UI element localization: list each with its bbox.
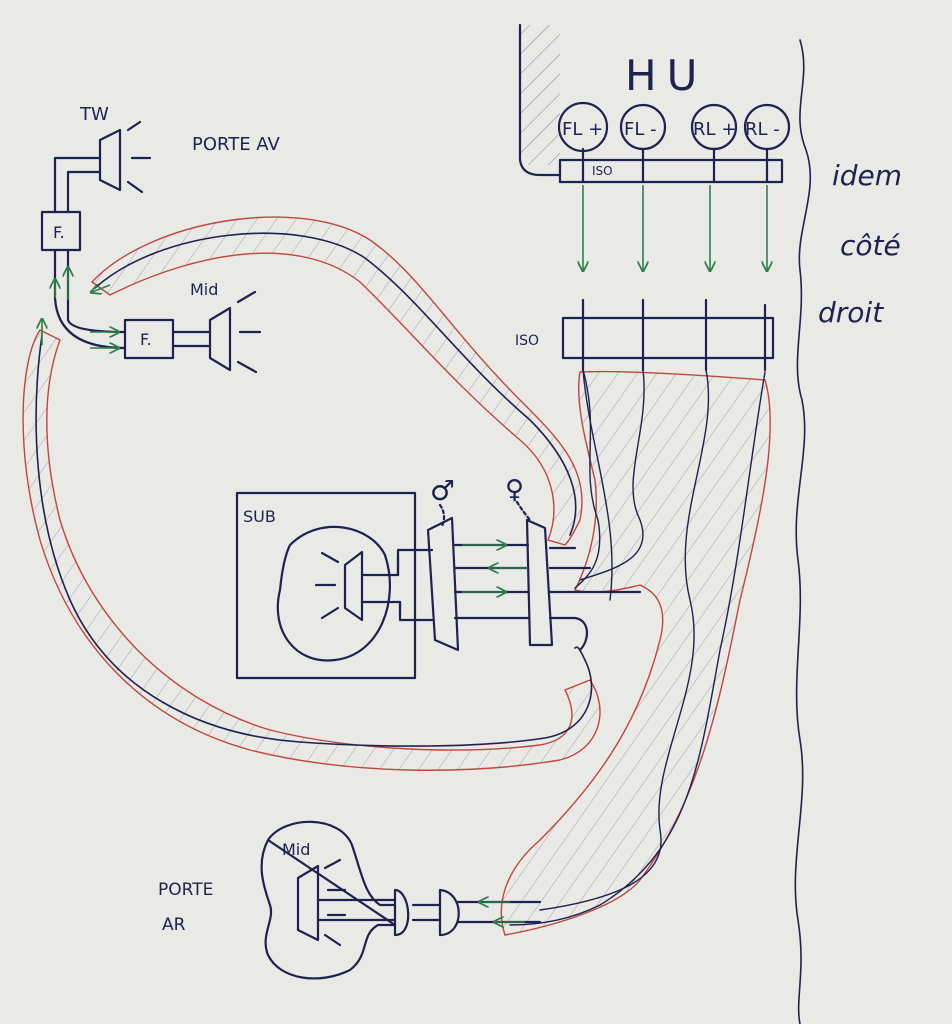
left-wire-loom <box>22 320 601 771</box>
panel-edge-line <box>794 39 812 1024</box>
male-symbol: ♂ <box>430 474 455 507</box>
front-door-label: PORTE AV <box>192 134 280 155</box>
female-symbol: ♀ <box>505 475 524 505</box>
filter-1-label: F. <box>53 223 65 242</box>
side-note: idem côté droit <box>818 159 902 329</box>
terminal-fl-plus: FL + <box>557 101 609 153</box>
rear-door-label-line-2: AR <box>162 915 186 935</box>
female-connector: ♀ <box>505 475 554 647</box>
mid-front-speaker <box>208 290 262 374</box>
iso-connector-top: ISO <box>558 147 784 184</box>
subwoofer-box: SUB <box>235 491 434 680</box>
terminal-label: FL - <box>624 119 657 140</box>
signal-arrows-down <box>583 185 767 270</box>
male-connector: ♂ <box>426 474 460 652</box>
filter-1: F. <box>40 210 82 252</box>
front-wire-loom <box>92 216 583 546</box>
terminal-label: RL + <box>693 119 736 140</box>
filter-2: F. <box>123 318 175 360</box>
terminal-fl-minus: FL - <box>619 103 667 151</box>
side-note-line-2: côté <box>840 229 901 262</box>
tweeter-label: TW <box>79 104 109 125</box>
terminal-rl-minus: RL - <box>743 103 791 151</box>
head-unit-label: HU <box>625 51 707 100</box>
filter-2-label: F. <box>140 330 152 349</box>
terminal-label: FL + <box>562 119 603 140</box>
mid-rear-label: Mid <box>282 840 310 859</box>
rear-male-connector <box>393 888 410 937</box>
mid-front-label: Mid <box>190 280 218 299</box>
side-note-line-3: droit <box>818 296 884 329</box>
rear-female-connector <box>438 888 460 937</box>
terminal-rl-plus: RL + <box>690 103 738 151</box>
rear-door-label-line-1: PORTE <box>158 880 213 900</box>
iso-connector-bottom: ISO <box>515 298 775 372</box>
side-note-line-1: idem <box>832 159 902 192</box>
connector-wires <box>453 545 642 652</box>
head-unit: HU <box>518 23 707 177</box>
sub-label: SUB <box>243 507 276 526</box>
iso-top-label: ISO <box>592 164 613 178</box>
iso-bottom-label: ISO <box>515 333 539 349</box>
terminal-label: RL - <box>745 119 780 140</box>
tweeter-speaker <box>98 120 152 194</box>
main-wire-loom <box>500 369 771 936</box>
rear-door-enclosure: Mid <box>260 820 397 980</box>
